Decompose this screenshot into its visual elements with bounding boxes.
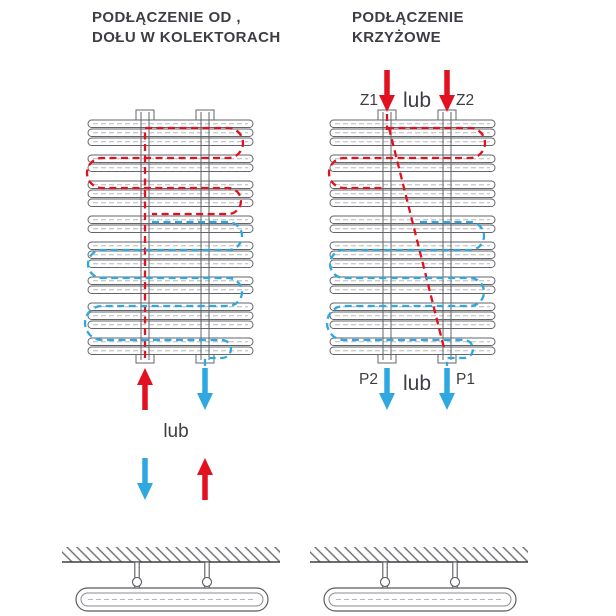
right-supply-z2-arrow (439, 70, 455, 112)
z2-label: Z2 (456, 92, 474, 109)
left-supply-up-arrow (137, 368, 153, 410)
left-or-label: lub (163, 421, 188, 442)
right-supply-flow-path (327, 114, 487, 349)
left-title-line2: DOŁU W KOLEKTORACH (92, 29, 281, 46)
right-supply-z1-arrow (379, 70, 395, 112)
right-bottom-or-label: lub (403, 372, 431, 395)
left-mounting-side-view (61, 546, 281, 612)
right-section-title: PODŁĄCZENIE KRZYŻOWE (352, 9, 464, 46)
left-alt-supply-up-arrow (197, 458, 213, 500)
right-title-line1: PODŁĄCZENIE (352, 9, 464, 26)
z1-label: Z1 (360, 92, 378, 109)
left-alt-return-down-arrow (137, 458, 153, 500)
left-title-line1: PODŁĄCZENIE OD , (92, 9, 241, 26)
right-top-or-label: lub (403, 89, 431, 112)
right-return-p1-arrow (439, 368, 455, 410)
p1-label: P1 (456, 371, 475, 388)
right-return-p2-arrow (379, 368, 395, 410)
left-supply-flow-path (85, 126, 245, 358)
left-radiator (88, 110, 253, 363)
p2-label: P2 (359, 371, 378, 388)
left-return-down-arrow (197, 368, 213, 410)
right-mounting-side-view (309, 546, 529, 612)
right-radiator (330, 110, 495, 363)
left-section-title: PODŁĄCZENIE OD , DOŁU W KOLEKTORACH (92, 9, 281, 46)
right-title-line2: KRZYŻOWE (352, 29, 441, 46)
